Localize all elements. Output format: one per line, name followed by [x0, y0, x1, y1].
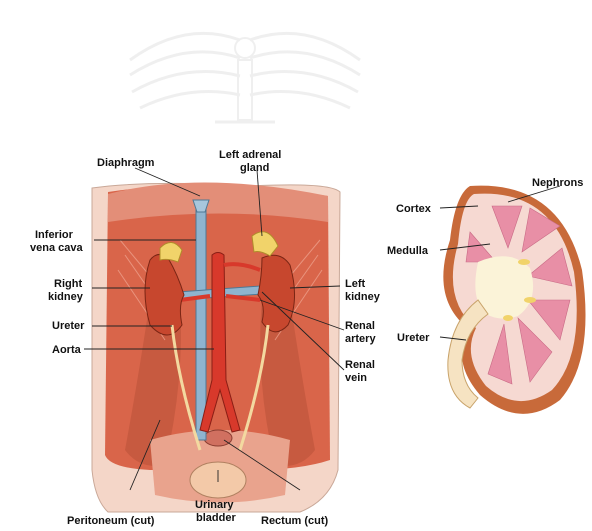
label-renal-artery-2: artery [345, 333, 376, 345]
label-bladder-2: bladder [196, 512, 236, 524]
university-seal-watermark [130, 33, 360, 122]
ivc-shape [196, 205, 206, 440]
label-ureter-left-fig: Ureter [52, 320, 85, 332]
label-right-kidney-2: kidney [48, 291, 84, 303]
label-ivc-1: Inferior [35, 229, 74, 241]
label-left-adrenal-gland: gland [240, 162, 269, 174]
label-ivc-2: vena cava [30, 242, 83, 254]
label-bladder-1: Urinary [195, 499, 234, 511]
label-medulla: Medulla [387, 245, 429, 257]
label-peritoneum: Peritoneum (cut) [67, 515, 155, 527]
label-rectum: Rectum (cut) [261, 515, 329, 527]
label-renal-vein-2: vein [345, 372, 367, 384]
kidney-section-illustration [443, 186, 585, 414]
label-left-kidney-2: kidney [345, 291, 381, 303]
abdominal-illustration [92, 182, 340, 512]
label-cortex: Cortex [396, 203, 432, 215]
label-aorta: Aorta [52, 344, 82, 356]
label-renal-vein-1: Renal [345, 359, 375, 371]
label-renal-artery-1: Renal [345, 320, 375, 332]
label-right-kidney-1: Right [54, 278, 82, 290]
label-nephrons: Nephrons [532, 177, 583, 189]
label-diaphragm: Diaphragm [97, 157, 155, 169]
label-ureter-kidney: Ureter [397, 332, 430, 344]
label-left-adrenal: Left adrenal [219, 149, 281, 161]
label-left-kidney-1: Left [345, 278, 366, 290]
